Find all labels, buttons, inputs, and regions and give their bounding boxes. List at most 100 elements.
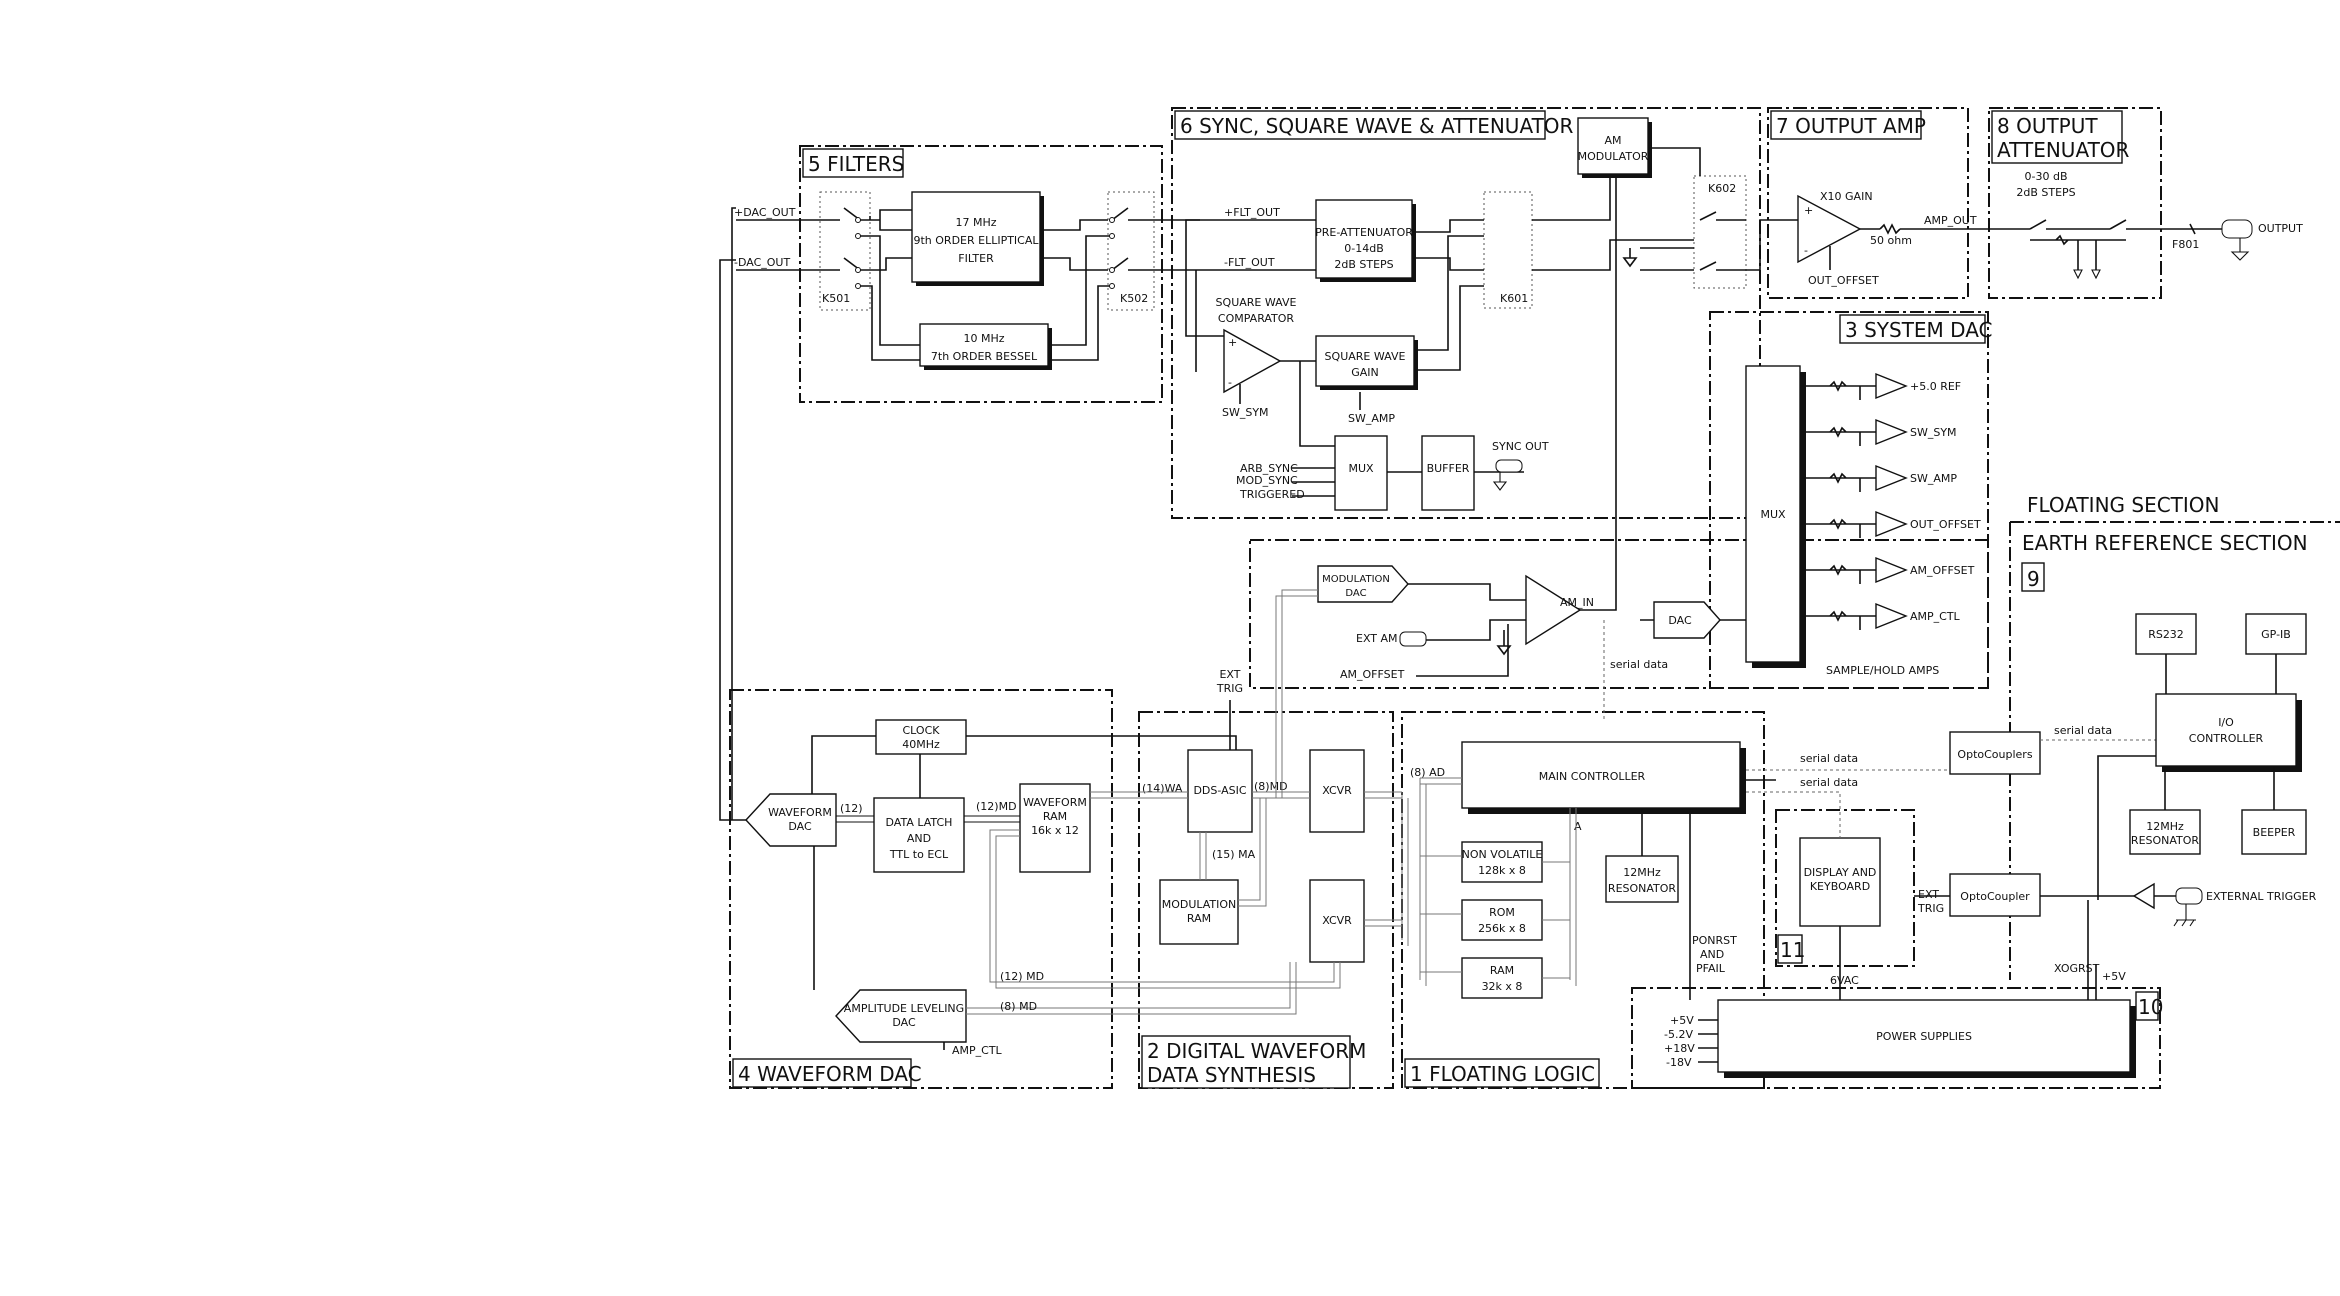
am-summing-amp (1525, 574, 1582, 646)
section-title-sync: 6 SYNC, SQUARE WAVE & ATTENUATOR (1180, 114, 1574, 138)
am-modulator-label-2: MODULATOR (1578, 150, 1649, 163)
sq-comparator-label-2: COMPARATOR (1218, 312, 1295, 325)
system-mux (1745, 365, 1801, 663)
svg-text:-: - (1228, 376, 1232, 389)
nvram-label-2: 128k x 8 (1478, 864, 1526, 877)
label-serial-data-3: serial data (1800, 776, 1858, 789)
earth-reference-section: OptoCouplers OptoCoupler EXT TRIG serial… (1914, 613, 2317, 927)
sync-buffer (1421, 435, 1475, 511)
pre-attenuator-label-1: PRE-ATTENUATOR (1315, 226, 1413, 239)
label-k601: K601 (1500, 292, 1528, 305)
label-ext-trig-b2: TRIG (1917, 902, 1944, 915)
mod-ram-label-1: MODULATION (1162, 898, 1237, 911)
label-bus-8ad: (8) AD (1410, 766, 1445, 779)
label-am-in: AM_IN (1560, 596, 1594, 609)
label-sh-amp-ctl: AMP_CTL (1910, 610, 1961, 623)
data-latch (873, 797, 965, 873)
waveform-dac (745, 793, 837, 847)
label-ext-am: EXT AM (1356, 632, 1398, 645)
label-6vac: 6VAC (1830, 974, 1859, 987)
label-ponrst-1: PONRST (1692, 934, 1737, 947)
waveform-dac-section: CLOCK 40MHz WAVEFORM DAC DATA LATCH AND … (719, 207, 1237, 1057)
gpib-label: GP-IB (2261, 628, 2291, 641)
waveform-ram-label-2: RAM (1043, 810, 1067, 823)
label-serial-data-4: serial data (2054, 724, 2112, 737)
am-dac-label: DAC (1668, 614, 1692, 627)
label-ext-trig-1: EXT (1219, 668, 1240, 681)
filter-10mhz-label-1: 10 MHz (963, 332, 1004, 345)
label-sw-sym: SW_SYM (1222, 406, 1269, 419)
main-controller-label: MAIN CONTROLLER (1539, 770, 1646, 783)
section-number-10: 10 (2138, 995, 2163, 1019)
sh-amp-2 (1875, 418, 1908, 446)
label-dac-out-n: -DAC_OUT (734, 256, 790, 269)
dds-asic-label: DDS-ASIC (1193, 784, 1246, 797)
section-title-earth: EARTH REFERENCE SECTION (2022, 531, 2308, 555)
waveform-dac-label-1: WAVEFORM (768, 806, 832, 819)
dds-asic (1187, 749, 1253, 833)
xcvr-2-label: XCVR (1322, 914, 1352, 927)
label-x10-gain: X10 GAIN (1820, 190, 1873, 203)
label-ponrst-2: AND (1700, 948, 1724, 961)
section-title-output-att-2: ATTENUATOR (1997, 138, 2130, 162)
optocoupler (1949, 873, 2041, 917)
system-dac-section: MUX +5.0 REF SW_SYM SW_AMP OUT_OFFSET AM… (1317, 178, 1981, 720)
label-sync-out: SYNC OUT (1492, 440, 1549, 453)
power-supplies (1717, 999, 2131, 1073)
power-supplies-label: POWER SUPPLIES (1876, 1030, 1972, 1043)
amplitude-leveling-dac (835, 989, 967, 1043)
label-arb-sync: ARB_SYNC (1240, 462, 1298, 475)
external-trigger-connector (2175, 887, 2203, 905)
filter-17mhz-label-1: 17 MHz (955, 216, 996, 229)
sync-mux-label: MUX (1348, 462, 1374, 475)
label-bus-8md: (8)MD (1254, 780, 1288, 793)
relay-k602 (1693, 175, 1747, 289)
label-ponrst-3: PFAIL (1696, 962, 1726, 975)
output-amplifier (1797, 194, 1862, 264)
label-external-trigger: EXTERNAL TRIGGER (2206, 890, 2317, 903)
io-controller-label-1: I/O (2218, 716, 2234, 729)
waveform-ram-label-3: 16k x 12 (1031, 824, 1079, 837)
label-am-offset: AM_OFFSET (1340, 668, 1405, 681)
label-sh-am-offset: AM_OFFSET (1910, 564, 1975, 577)
main-controller (1461, 741, 1741, 809)
label-v-p18: +18V (1664, 1042, 1695, 1055)
label-output: OUTPUT (2258, 222, 2303, 235)
sq-gain-label-2: GAIN (1351, 366, 1379, 379)
section-title-waveform-dac: 4 WAVEFORM DAC (738, 1062, 922, 1086)
amp-leveling-label-2: DAC (892, 1016, 916, 1029)
label-sh-sw-amp: SW_AMP (1910, 472, 1957, 485)
sample-hold-amps (1800, 372, 1908, 630)
data-latch-label-3: TTL to ECL (889, 848, 949, 861)
section-title-digital-2: DATA SYNTHESIS (1147, 1063, 1316, 1087)
label-bus-12md-b: (12) MD (1000, 970, 1044, 983)
floating-logic-section: MAIN CONTROLLER NON VOLATILE 128k x 8 RO… (1401, 741, 1776, 1000)
optocouplers (1949, 731, 2041, 775)
clock-40mhz (875, 719, 967, 755)
output-amp-section: +- X10 GAIN AMP_OUT 50 ohm OUT_OFFSET (1797, 190, 1989, 287)
modulation-ram (1159, 879, 1239, 945)
resonator-io-label-2: RESONATOR (2131, 834, 2200, 847)
label-ref5: +5.0 REF (1910, 380, 1961, 393)
beeper (2241, 809, 2307, 855)
waveform-ram (1019, 783, 1091, 873)
data-latch-label-2: AND (907, 832, 931, 845)
output-connector (2221, 219, 2253, 239)
xcvr-2 (1309, 879, 1365, 963)
ram-label-2: 32k x 8 (1482, 980, 1523, 993)
beeper-label: BEEPER (2253, 826, 2296, 839)
label-bus-12: (12) (840, 802, 863, 815)
ext-am-connector (1399, 631, 1427, 647)
nvram-label-1: NON VOLATILE (1462, 848, 1543, 861)
label-f801: F801 (2172, 238, 2199, 251)
data-latch-label-1: DATA LATCH (886, 816, 953, 829)
clock-label-1: CLOCK (903, 724, 941, 737)
xcvr-1 (1309, 749, 1365, 833)
label-bus-12md: (12)MD (976, 800, 1017, 813)
filter-17mhz-label-2: 9th ORDER ELLIPTICAL (913, 234, 1039, 247)
clock-label-2: 40MHz (902, 738, 940, 751)
resonator-12mhz-io (2129, 809, 2201, 855)
relay-k601 (1483, 191, 1533, 309)
display-label-2: KEYBOARD (1810, 880, 1870, 893)
